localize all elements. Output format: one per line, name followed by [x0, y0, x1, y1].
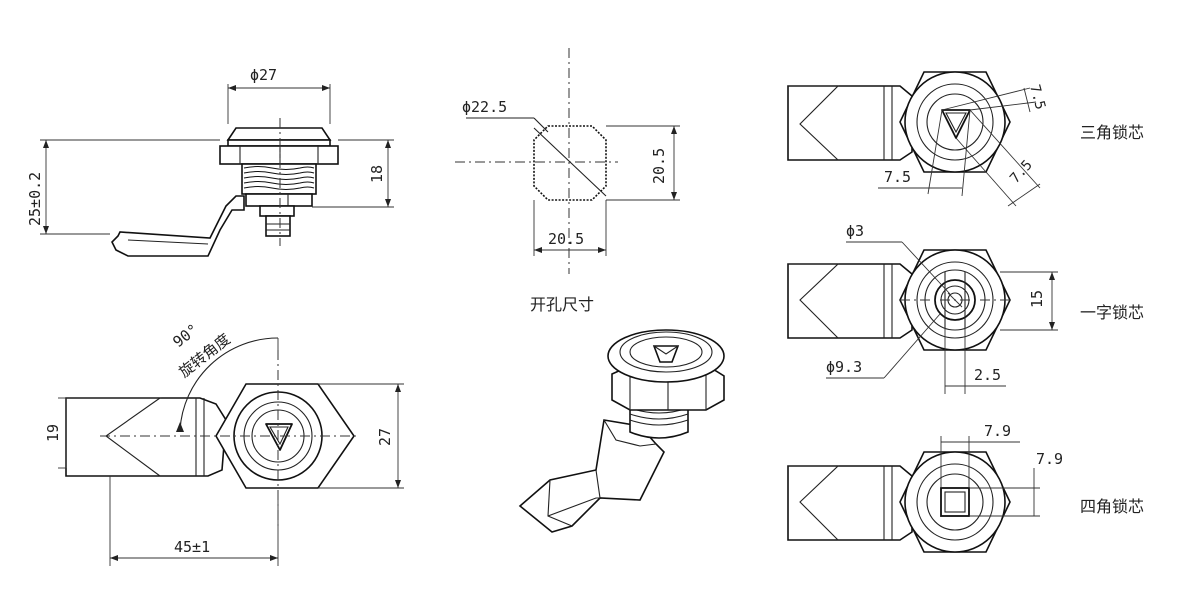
tri-caption: 三角锁芯 [1080, 123, 1144, 142]
square-width-label: 7.9 [984, 422, 1011, 440]
isometric-view [518, 329, 725, 533]
slot-core-view: ϕ3 ϕ9.3 2.5 15 一字锁芯 [787, 222, 1144, 394]
front-angle-label: 90° [169, 320, 201, 351]
side-dia-label: ϕ27 [250, 66, 277, 84]
cutout-dia-label: ϕ22.5 [462, 98, 507, 116]
slot-hole-label: ϕ3 [846, 222, 864, 240]
front-view: 90° 旋转角度 19 27 45±1 [44, 320, 404, 566]
front-height27-label: 27 [376, 428, 394, 446]
triangle-core-view: 7.5 7.5 7.5 三角锁芯 [787, 71, 1144, 207]
side-view: ϕ27 25±0.2 18 [26, 66, 394, 257]
slot-dia-label: ϕ9.3 [826, 358, 862, 376]
square-height-label: 7.9 [1036, 450, 1063, 468]
cutout-width-label: 20.5 [548, 230, 584, 248]
tri-dim-a: 7.5 [1026, 83, 1048, 112]
square-core-view: 7.9 7.9 四角锁芯 [787, 422, 1144, 553]
cutout-height-label: 20.5 [650, 148, 668, 184]
slot-width-label: 2.5 [974, 366, 1001, 384]
front-height19-label: 19 [44, 424, 62, 442]
slot-caption: 一字锁芯 [1080, 303, 1144, 322]
cutout-caption: 开孔尺寸 [530, 295, 594, 314]
square-caption: 四角锁芯 [1080, 497, 1144, 516]
side-height-label: 25±0.2 [26, 172, 44, 226]
front-length-label: 45±1 [174, 538, 210, 556]
tri-dim-c: 7.5 [1007, 157, 1036, 187]
cutout-view: ϕ22.5 20.5 20.5 开孔尺寸 [455, 48, 680, 314]
tri-dim-b: 7.5 [884, 168, 911, 186]
side-height18-label: 18 [368, 165, 386, 183]
slot-height-label: 15 [1028, 290, 1046, 308]
